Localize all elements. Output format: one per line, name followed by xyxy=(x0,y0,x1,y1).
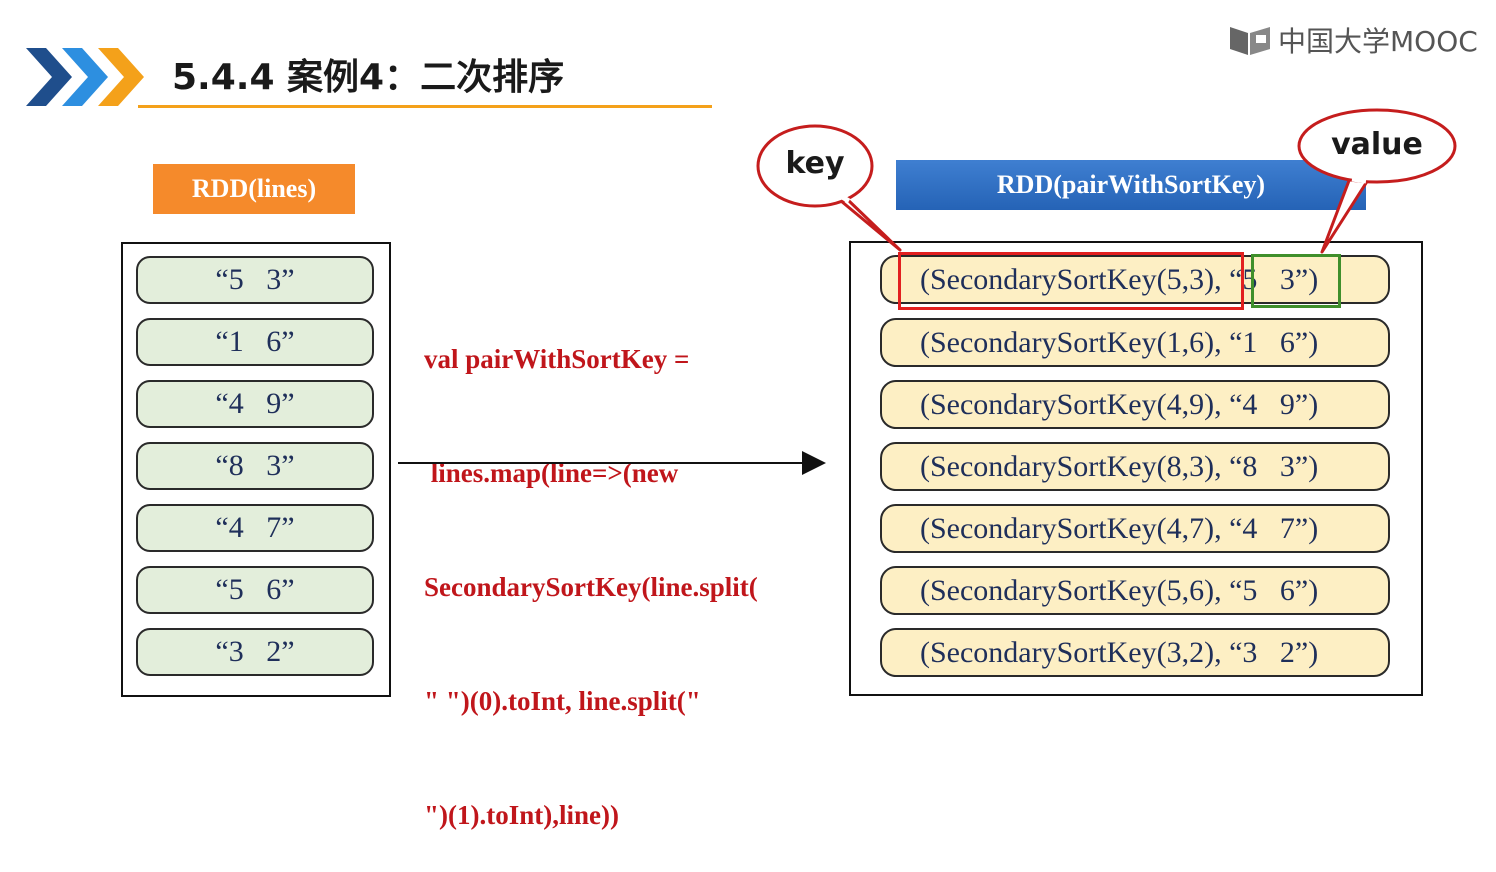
code-line: ")(1).toInt),line)) xyxy=(424,800,619,830)
logo-text: 中国大学MOOC xyxy=(1278,25,1478,58)
code-line: val pairWithSortKey = xyxy=(424,344,690,374)
lines-item: “4 7” xyxy=(136,504,374,552)
value-callout-label: value xyxy=(1331,127,1423,162)
lines-item: “8 3” xyxy=(136,442,374,490)
mooc-logo: 中国大学MOOC xyxy=(1228,22,1478,58)
key-highlight-box xyxy=(898,252,1244,310)
pair-item: (SecondarySortKey(8,3), “8 3”) xyxy=(880,442,1390,491)
pair-item: (SecondarySortKey(1,6), “1 6”) xyxy=(880,318,1390,367)
pair-item: (SecondarySortKey(4,9), “4 9”) xyxy=(880,380,1390,429)
rdd-pair-label: RDD(pairWithSortKey) xyxy=(896,160,1366,210)
book-logo-icon xyxy=(1230,27,1270,55)
slide-title: 5.4.4 案例4：二次排序 xyxy=(172,57,565,98)
value-highlight-box xyxy=(1251,254,1341,308)
code-line: SecondarySortKey(line.split( xyxy=(424,572,758,602)
pair-item: (SecondarySortKey(4,7), “4 7”) xyxy=(880,504,1390,553)
lines-item: “4 9” xyxy=(136,380,374,428)
lines-item: “5 3” xyxy=(136,256,374,304)
code-line: " ")(0).toInt, line.split(" xyxy=(424,686,701,716)
key-callout-label: key xyxy=(785,146,845,181)
pair-item: (SecondarySortKey(3,2), “3 2”) xyxy=(880,628,1390,677)
key-callout-bubble xyxy=(756,124,902,252)
title-underline xyxy=(138,105,712,108)
pair-item: (SecondarySortKey(5,6), “5 6”) xyxy=(880,566,1390,615)
lines-item: “5 6” xyxy=(136,566,374,614)
lines-item: “1 6” xyxy=(136,318,374,366)
lines-item: “3 2” xyxy=(136,628,374,676)
chevron-arrows-icon xyxy=(26,48,144,106)
map-code-snippet: val pairWithSortKey = lines.map(line=>(n… xyxy=(424,264,758,872)
pair-item: (SecondarySortKey(5,3), “5 3”) xyxy=(880,255,1390,304)
code-line: lines.map(line=>(new xyxy=(424,458,679,488)
rdd-lines-label: RDD(lines) xyxy=(153,164,355,214)
